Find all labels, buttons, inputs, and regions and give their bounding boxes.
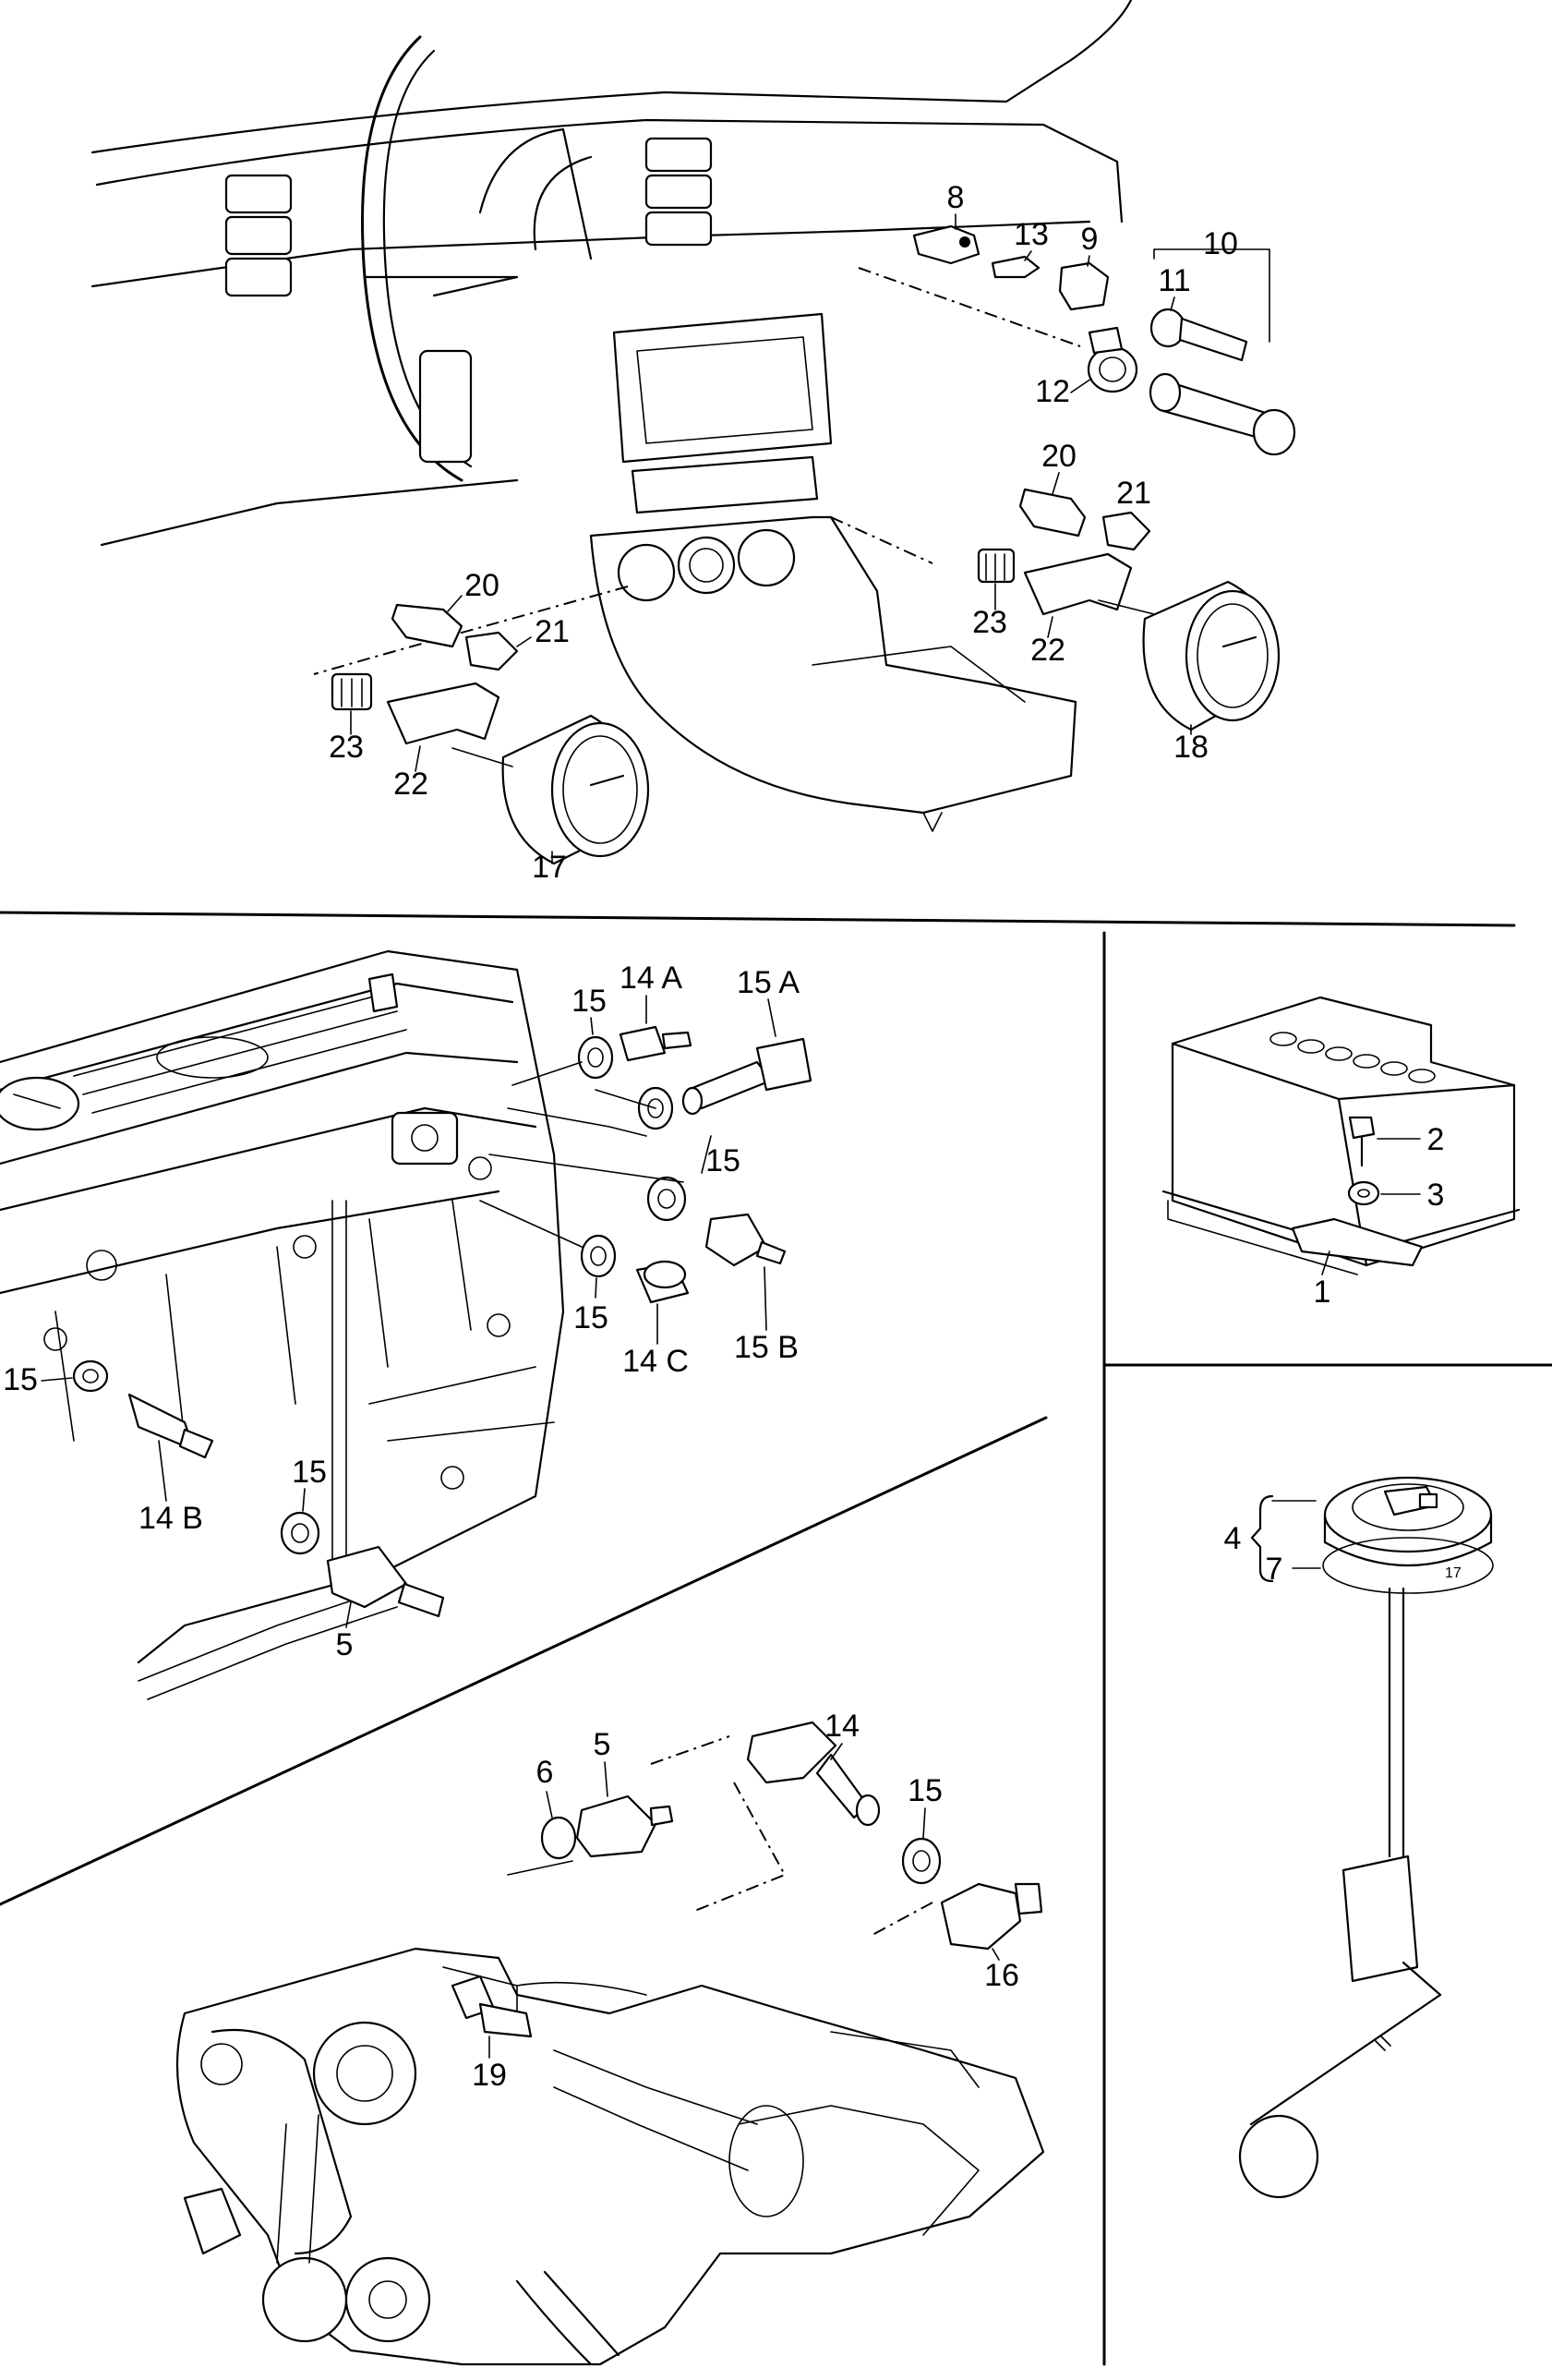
part-19-sender [451,1975,533,2038]
callout-7: 7 [1266,1552,1283,1587]
engine-top-parts [72,1025,812,1618]
callout-20-left: 20 [464,568,499,603]
part-5-switch-bottom [575,1794,674,1858]
callout-15a: 15 A [737,965,800,1000]
callout-12: 12 [1035,374,1070,409]
part-20-left-sender [391,603,463,648]
callout-10: 10 [1203,226,1238,261]
part-11-lighter-element [1149,308,1248,362]
callout-13: 13 [1014,217,1049,252]
callout-11: 11 [1158,263,1190,298]
callout-8: 8 [947,180,965,215]
part-17-gauge [451,714,650,865]
part-15-washer-c [646,1176,687,1222]
part-21-right-bulb [1101,511,1151,551]
callout-1: 1 [1314,1275,1331,1310]
callout-15b: 15 B [734,1330,799,1365]
panel-dividers [0,911,1552,2366]
callout-15-d: 15 [3,1362,38,1397]
callout-22-right: 22 [1030,633,1065,668]
callout-21-right: 21 [1116,476,1151,511]
part-20-right-sender [1018,488,1087,538]
dashboard-parts [313,224,1296,865]
callout-14: 14 [824,1709,860,1744]
part-23-left-knob [331,672,373,711]
callout-14b: 14 B [138,1501,203,1536]
part-5-switch-top [326,1545,445,1618]
part-14b-sender [127,1393,214,1459]
part-22-right-bracket [1023,552,1133,616]
part-8-lamp-holder [912,224,981,265]
part-21-left-bulb [464,631,519,671]
part-15-washer-f [280,1511,320,1555]
part-14-sender [746,1721,881,1827]
part-3-washer [1347,1180,1380,1206]
part-13-bulb [991,255,1041,279]
fuel-sender-labels: 4 7 [1224,1494,1321,1587]
dashboard-illustration [90,0,1133,832]
engine-top-labels: 14 A 15 A 15 15 15 14 C 15 B 15 14 B 15 … [3,960,800,1662]
callout-15-b: 15 [705,1143,740,1178]
callout-15-a: 15 [571,984,607,1019]
part-14a-sender [619,1025,692,1062]
part-15a-sender [681,1037,812,1116]
battery-parts [1291,1116,1424,1267]
callout-2: 2 [1427,1122,1445,1157]
callout-20-right: 20 [1041,439,1077,474]
fuel-sender-dial-marking: 17 [1445,1565,1462,1581]
callout-19: 19 [472,2058,507,2093]
fuel-sender-illustration: 17 [1238,1476,1494,2199]
engine-bottom-illustration [175,1947,1045,2366]
callout-14a: 14 A [620,960,682,996]
callout-5-bottom: 5 [594,1727,611,1762]
callout-17: 17 [532,850,567,885]
callout-4: 4 [1224,1521,1242,1556]
callout-9: 9 [1081,222,1099,257]
part-22-left-bracket [386,682,500,745]
engine-bottom-labels: 6 5 14 15 16 19 [472,1709,1019,2093]
part-15-washer-e [72,1359,109,1393]
part-10-lighter-socket [1149,372,1296,456]
callout-23-right: 23 [972,605,1007,640]
callout-18: 18 [1173,730,1209,765]
part-1-clamp [1291,1217,1424,1267]
part-2-bolt [1348,1116,1376,1167]
part-15-washer-bottom [901,1837,942,1885]
callout-22-left: 22 [393,767,428,802]
callout-3: 3 [1427,1178,1445,1213]
battery-labels: 2 3 1 [1314,1122,1445,1310]
dashboard-labels: 8 13 9 10 11 12 20 21 23 22 18 20 21 23 … [329,180,1238,885]
callout-15-e: 15 [292,1455,327,1490]
part-9-socket [1058,261,1110,311]
part-23-right-knob [977,548,1016,584]
part-12-ring [1087,326,1138,393]
part-15-washer-a [577,1035,614,1080]
engine-bottom-parts [451,1721,1043,2038]
callout-6: 6 [536,1755,554,1790]
callout-15-c: 15 [573,1300,608,1335]
part-16-switch [940,1882,1043,1951]
engine-block-illustration [0,949,565,1700]
callout-23-left: 23 [329,730,364,765]
callout-5-top: 5 [336,1627,354,1662]
part-6-ring [540,1816,577,1860]
part-15-washer-d [580,1234,617,1278]
callout-14c: 14 C [622,1344,689,1379]
part-15b-switch [704,1213,787,1267]
callout-21-left: 21 [535,614,570,649]
part-18-gauge [1098,580,1281,731]
callout-16: 16 [984,1958,1019,1993]
part-14c-plug [635,1260,690,1304]
callout-15-bottom: 15 [908,1773,943,1808]
